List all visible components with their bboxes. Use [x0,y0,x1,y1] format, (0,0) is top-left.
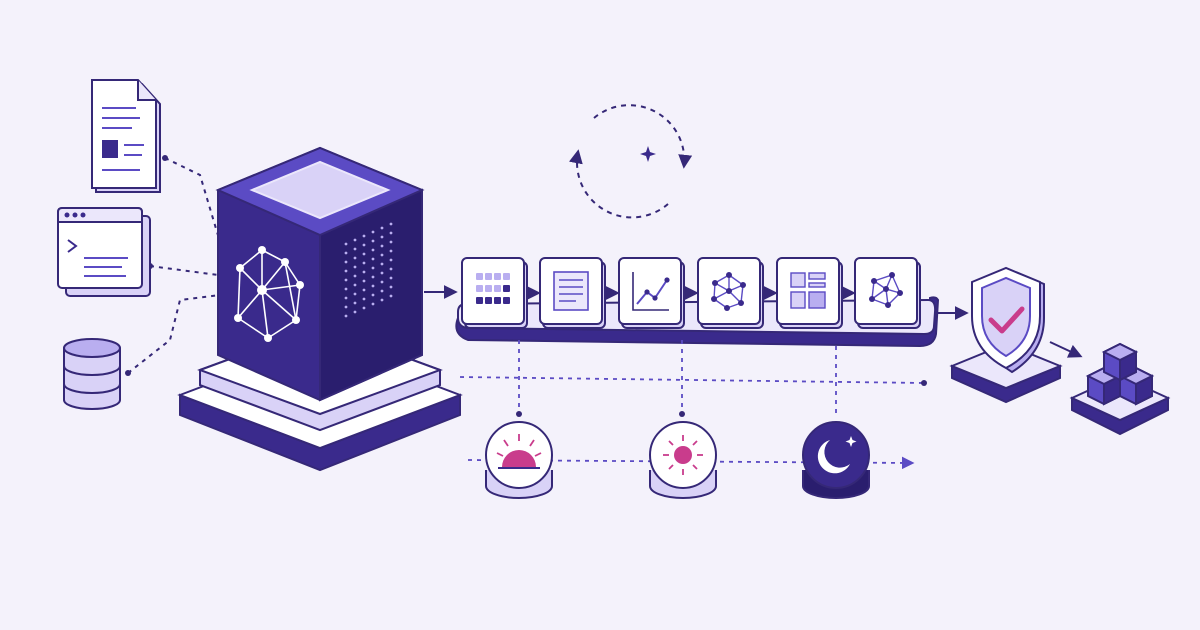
sun-icon [649,421,717,499]
night-moon-icon [802,421,870,499]
timeline-drop-connectors [518,340,837,414]
sunrise-icon [485,421,553,499]
source-connectors [127,157,221,374]
shield-check-icon [949,266,1063,404]
stacked-cubes-icon [1069,342,1171,436]
shield-to-output-arrow [1049,341,1083,358]
connector-database [127,294,221,374]
document-icon [91,79,161,193]
pipeline-stages [461,257,921,329]
connector-document [164,157,221,243]
layout-icon [776,257,843,329]
connector-dot-database [125,370,131,376]
connector-dot-document [162,155,168,161]
network-graph-nodes [234,246,304,342]
server-cube-network-icon [215,146,425,402]
graph-icon [854,257,921,329]
vent-dots [344,222,393,318]
line-chart-icon [618,257,685,329]
database-icon [63,338,121,410]
terminal-window-icon [57,207,151,297]
network-icon [697,257,764,329]
connector-terminal [149,265,219,276]
pipeline-baseline [459,376,925,384]
network-graph-icon [237,249,301,339]
moon-cycle-icon [569,104,693,219]
text-lines-icon [539,257,606,329]
grid-icon [461,257,528,329]
